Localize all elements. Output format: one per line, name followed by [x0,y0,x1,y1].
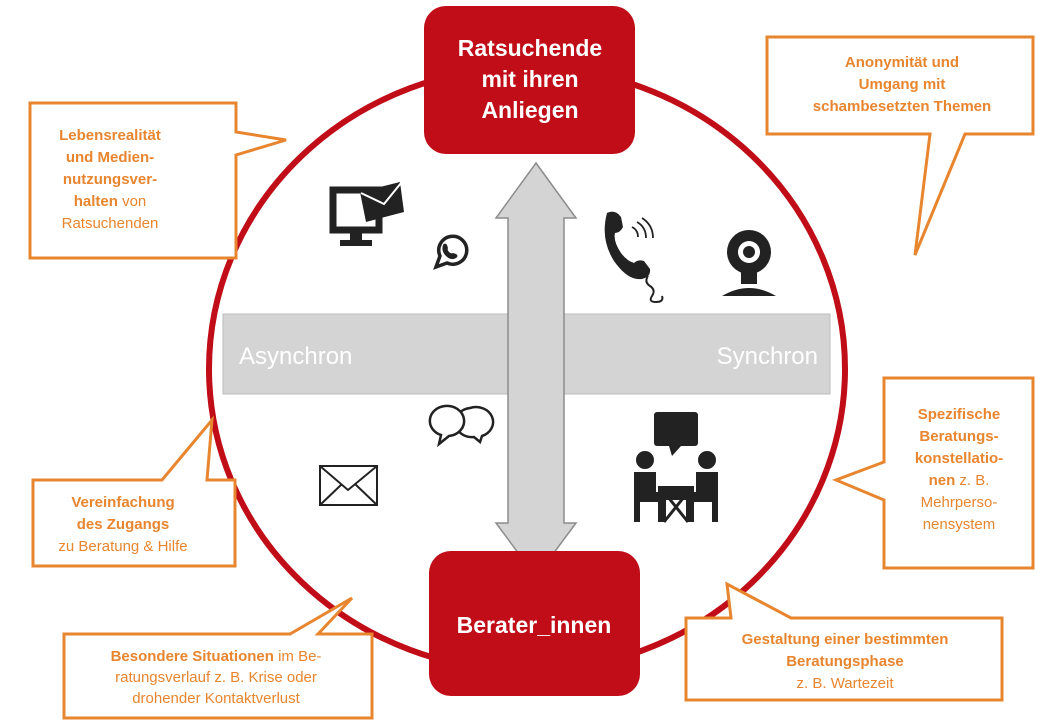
callout-line: halten von [74,193,147,210]
callout-line: nensystem [923,516,996,533]
envelope-icon [319,465,378,506]
callout-besondere-situationen: Besondere Situationen im Be-ratungsverla… [62,596,374,720]
callout-bold-run: Beratungsphase [786,653,904,670]
callout-bold-run: Lebensrealität [59,127,161,144]
telephone-icon [604,211,664,304]
callout-line: Anonymität und [845,54,959,71]
synchron-label: Synchron [717,343,818,370]
callout-bold-run: des Zugangs [77,516,170,533]
callout-run: zu Beratung & Hilfe [58,538,187,555]
callout-vereinfachung: Vereinfachung des Zugangs zu Beratung & Hi… [31,415,237,568]
callout-run: Mehrperso- [921,494,998,511]
computer-mail-icon [329,182,404,246]
callout-bold-run: Anonymität und [845,54,959,71]
callout-run: z. B. Wartezeit [797,675,895,692]
callout-line: ratungsverlauf z. B. Krise oder [115,669,317,686]
callout-run: drohender Kontaktverlust [132,690,300,707]
callout-run: ratungsverlauf z. B. Krise oder [115,669,317,686]
callout-line: Spezifische [918,406,1001,423]
callout-bold-run: Gestaltung einer bestimmten [742,631,949,648]
callout-line: konstellatio- [915,450,1003,467]
callout-bold-run: nen [929,472,956,489]
callout-run: Ratsuchenden [62,215,159,232]
chat-bubbles-icon [428,404,495,448]
callout-line: des Zugangs [77,516,170,533]
callout-bold-run: Umgang mit [859,76,946,93]
callout-line: Beratungsphase [786,653,904,670]
callout-line: drohender Kontaktverlust [132,690,300,707]
callout-vereinfachung-text: Vereinfachung des Zugangs zu Beratung & Hi… [58,494,187,555]
ratsuchende-line-2: mit ihren [481,66,578,92]
callout-bold-run: konstellatio- [915,450,1003,467]
callout-bold-run: Vereinfachung [71,494,174,511]
ratsuchende-line-1: Ratsuchende [458,35,602,61]
callout-bold-run: nutzungsver- [63,171,157,188]
callout-line: Beratungs- [919,428,998,445]
whatsapp-icon [433,234,469,270]
callout-line: Lebensrealität [59,127,161,144]
callout-line: Vereinfachung [71,494,174,511]
callout-line: schambesetzten Themen [813,98,991,115]
berater-label: Berater_innen [457,612,612,638]
callout-bold-run: und Medien- [66,149,154,166]
asynchron-label: Asynchron [239,343,352,370]
berater-box: Berater_innen [429,551,640,696]
callout-lebensrealitaet: Lebensrealität und Medien-nutzungsver-hal… [28,101,287,260]
callout-run: nensystem [923,516,996,533]
vertical-double-arrow [494,161,578,579]
callout-run: z. B. [955,472,989,489]
callout-besondere-situationen-text: Besondere Situationen im Be-ratungsverla… [111,648,322,707]
callout-line: Besondere Situationen im Be- [111,648,322,665]
callout-line: Mehrperso- [921,494,998,511]
callout-bold-run: halten [74,193,118,210]
face-to-face-meeting-icon [634,412,718,523]
ratsuchende-box: Ratsuchende mit ihren Anliegen [424,6,635,154]
ratsuchende-line-3: Anliegen [481,97,578,123]
webcam-icon [722,230,776,296]
callout-line: Umgang mit [859,76,946,93]
callout-line: zu Beratung & Hilfe [58,538,187,555]
callout-line: Ratsuchenden [62,215,159,232]
callout-bold-run: Spezifische [918,406,1001,423]
callout-run: von [118,193,146,210]
callout-line: nen z. B. [929,472,990,489]
callout-bold-run: Besondere Situationen [111,648,274,665]
callout-run: im Be- [274,648,322,665]
callout-lebensrealitaet-text: Lebensrealität und Medien-nutzungsver-hal… [59,127,161,232]
callout-bold-run: Beratungs- [919,428,998,445]
callout-line: z. B. Wartezeit [797,675,895,692]
callout-bold-run: schambesetzten Themen [813,98,991,115]
callout-line: Gestaltung einer bestimmten [742,631,949,648]
callout-line: und Medien- [66,149,154,166]
callout-line: nutzungsver- [63,171,157,188]
